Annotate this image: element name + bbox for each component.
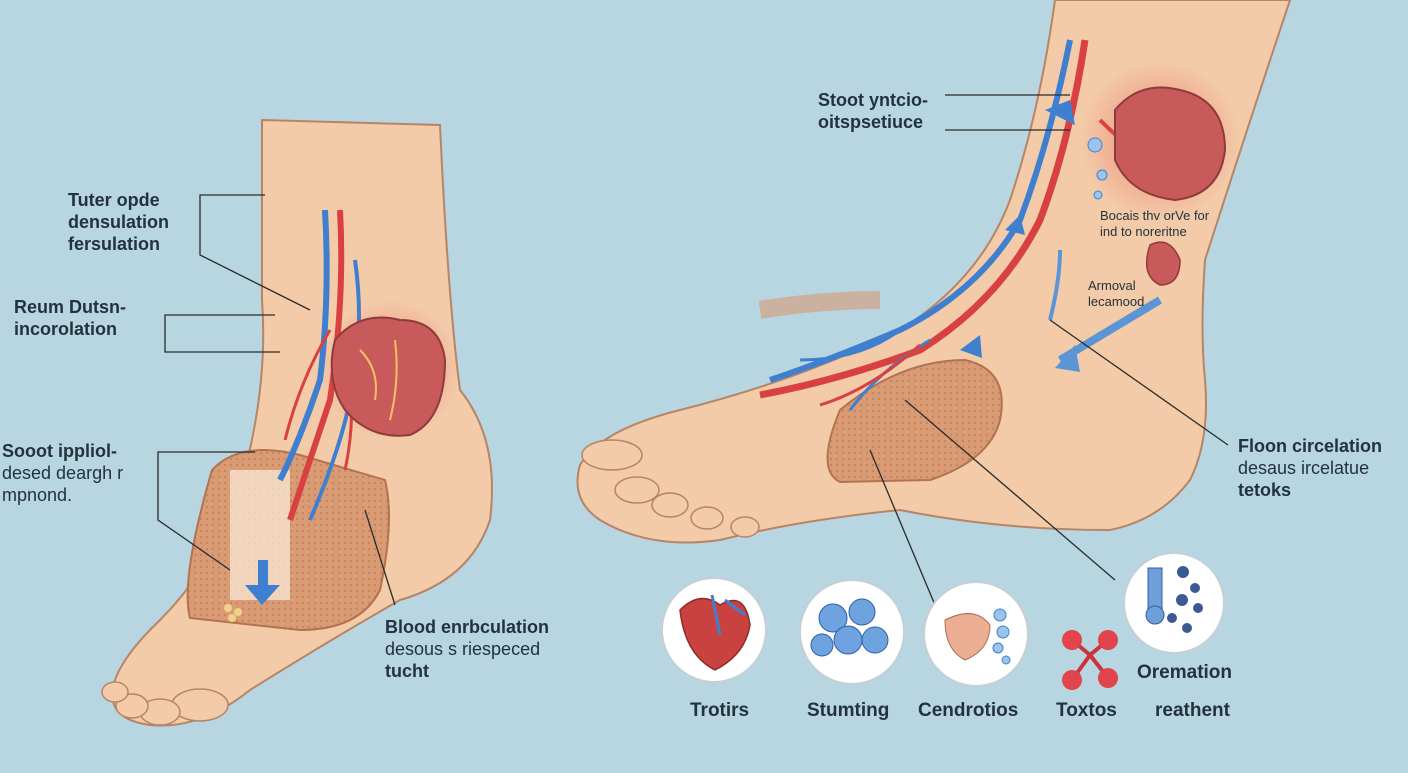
tissue-bubble-icon	[923, 581, 1029, 687]
icon-label-trotirs: Trotirs	[690, 700, 750, 721]
label-right-small-a: Bocais thv orVe for ind to noreritne	[1100, 208, 1209, 240]
label-line: Tuter opde	[68, 190, 160, 210]
label-line: Bocais thv orVe for	[1100, 208, 1210, 223]
label-line: desed deargh r	[2, 462, 124, 483]
label-line: desous s riespeced	[385, 638, 541, 659]
label-line: fersulation	[68, 233, 161, 254]
label-line: mpnond.	[2, 484, 73, 505]
right-foot	[576, 0, 1292, 544]
label-line: lecamood	[1088, 293, 1145, 309]
label-line: densulation	[68, 211, 170, 232]
label-right-top: Stoot yntcio- oitspsetiuce	[818, 90, 928, 134]
heart-vessel-icon	[661, 577, 767, 683]
icon-label-stumting: Stumting	[807, 700, 890, 721]
label-left-middle: Reum Dutsn- incorolation	[14, 297, 126, 341]
label-line: incorolation	[14, 318, 117, 339]
label-line: Reum Dutsn-	[14, 297, 126, 317]
label-line: ind to noreritne	[1100, 223, 1187, 239]
icon-label-toxtos: Toxtos	[1056, 700, 1117, 721]
icon-label-oremation: Oremation	[1137, 662, 1233, 683]
label-line: tucht	[385, 660, 429, 681]
icon-label-cendrotios: Cendrotios	[918, 700, 1019, 721]
label-right-small-b: Armoval lecamood	[1088, 278, 1144, 310]
syringe-bubble-icon	[1123, 552, 1225, 654]
label-line: Stoot yntcio-	[818, 90, 928, 110]
label-line: Blood enrbculation	[385, 617, 549, 637]
icon-label-reathent: reathent	[1155, 700, 1230, 721]
label-line: Floon circelation	[1238, 436, 1383, 456]
molecule-icon	[1062, 630, 1118, 690]
label-left-bottom: Blood enrbculation desous s riespeced tu…	[385, 617, 549, 683]
label-line: Sooot ippliol-	[2, 441, 117, 461]
label-left-lower: Sooot ippliol- desed deargh r mpnond.	[2, 441, 123, 507]
cell-cluster-icon	[799, 579, 905, 685]
callout-lines	[157, 94, 1229, 606]
label-line: oitspsetiuce	[818, 111, 924, 132]
label-line: tetoks	[1238, 479, 1292, 500]
left-foot	[101, 118, 493, 727]
label-line: desaus ircelatue	[1238, 457, 1370, 478]
label-right-side: Floon circelation desaus ircelatue tetok…	[1238, 436, 1382, 502]
label-line: Armoval	[1088, 278, 1136, 293]
label-left-top: Tuter opde densulation fersulation	[68, 190, 169, 256]
